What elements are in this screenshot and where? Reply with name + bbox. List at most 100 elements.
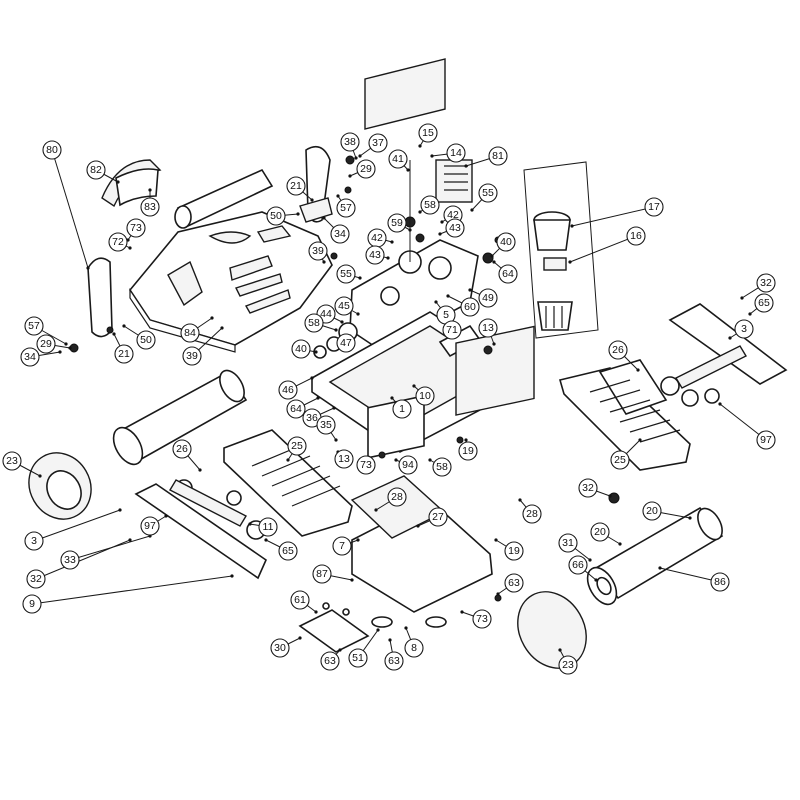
part-callout: 37 bbox=[368, 133, 388, 153]
callout-leader-line bbox=[719, 403, 767, 441]
callout-circle bbox=[578, 478, 598, 498]
callout-part-number: 94 bbox=[402, 459, 414, 471]
callout-target-dot bbox=[386, 256, 390, 260]
callout-circle bbox=[320, 651, 340, 671]
callout-circle bbox=[42, 140, 62, 160]
callout-circle bbox=[522, 504, 542, 524]
part-callout: 33 bbox=[60, 550, 80, 570]
left-brush-roller-part bbox=[28, 369, 248, 520]
callout-circle bbox=[458, 441, 478, 461]
callout-part-number: 28 bbox=[391, 491, 403, 503]
part-callout: 72 bbox=[108, 232, 128, 252]
callout-part-number: 60 bbox=[464, 301, 476, 313]
callout-circle bbox=[756, 273, 776, 293]
base-plate-part bbox=[350, 325, 535, 613]
callout-circle bbox=[432, 457, 452, 477]
part-callout: 25 bbox=[287, 436, 307, 456]
part-callout: 58 bbox=[304, 313, 324, 333]
part-callout: 21 bbox=[286, 176, 306, 196]
callout-part-number: 47 bbox=[340, 337, 352, 349]
callout-circle bbox=[387, 213, 407, 233]
callout-target-dot bbox=[86, 266, 90, 270]
left-side-plate-part bbox=[134, 479, 268, 580]
part-callout: 58 bbox=[432, 457, 452, 477]
callout-circle bbox=[36, 334, 56, 354]
callout-circle bbox=[136, 330, 156, 350]
callout-part-number: 72 bbox=[112, 236, 124, 248]
callout-target-dot bbox=[350, 578, 354, 582]
callout-part-number: 30 bbox=[274, 642, 286, 654]
part-callout: 66 bbox=[568, 555, 588, 575]
callout-part-number: 31 bbox=[562, 537, 574, 549]
part-callout: 11 bbox=[258, 517, 278, 537]
callout-circle bbox=[644, 197, 664, 217]
callout-part-number: 27 bbox=[432, 511, 444, 523]
callout-target-dot bbox=[608, 494, 612, 498]
callout-circle bbox=[415, 386, 435, 406]
callout-target-dot bbox=[356, 538, 360, 542]
callout-part-number: 15 bbox=[422, 127, 434, 139]
callout-circle bbox=[478, 288, 498, 308]
callout-circle bbox=[287, 436, 307, 456]
callout-part-number: 65 bbox=[758, 297, 770, 309]
callout-target-dot bbox=[374, 508, 378, 512]
callout-circle bbox=[348, 648, 368, 668]
callout-target-dot bbox=[688, 516, 692, 520]
part-callout: 23 bbox=[2, 451, 22, 471]
callout-circle bbox=[2, 451, 22, 471]
callout-part-number: 3 bbox=[31, 535, 37, 547]
part-callout: 65 bbox=[278, 541, 298, 561]
part-callout: 40 bbox=[496, 232, 516, 252]
callout-target-dot bbox=[636, 368, 640, 372]
callout-part-number: 34 bbox=[24, 351, 36, 363]
callout-target-dot bbox=[310, 198, 314, 202]
part-callout: 20 bbox=[590, 522, 610, 542]
part-callout: 39 bbox=[308, 241, 328, 261]
part-callout: 5 bbox=[436, 305, 456, 325]
callout-part-number: 11 bbox=[263, 521, 274, 533]
callout-circle bbox=[140, 516, 160, 536]
callout-circle bbox=[291, 339, 311, 359]
callout-part-number: 38 bbox=[344, 136, 356, 148]
callout-target-dot bbox=[416, 524, 420, 528]
callout-target-dot bbox=[464, 164, 468, 168]
callout-target-dot bbox=[430, 154, 434, 158]
callout-part-number: 29 bbox=[360, 163, 372, 175]
leader-lines bbox=[11, 132, 767, 666]
callout-part-number: 32 bbox=[30, 573, 42, 585]
part-callout: 16 bbox=[626, 226, 646, 246]
part-callout: 20 bbox=[642, 501, 662, 521]
part-callout: 71 bbox=[442, 320, 462, 340]
left-track-part bbox=[223, 429, 353, 537]
callout-leader-line bbox=[571, 206, 655, 227]
callout-part-number: 7 bbox=[339, 540, 345, 552]
callout-part-number: 42 bbox=[447, 209, 459, 221]
part-callout: 30 bbox=[270, 638, 290, 658]
callout-circle bbox=[114, 344, 134, 364]
part-callout: 64 bbox=[498, 264, 518, 284]
part-callout: 84 bbox=[180, 323, 200, 343]
callout-part-number: 50 bbox=[140, 334, 152, 346]
callout-circle bbox=[504, 541, 524, 561]
part-callout: 35 bbox=[316, 415, 336, 435]
callout-circle bbox=[126, 218, 146, 238]
part-callout: 13 bbox=[334, 449, 354, 469]
callout-part-number: 1 bbox=[399, 403, 405, 415]
callout-circle bbox=[710, 572, 730, 592]
part-callout: 43 bbox=[365, 245, 385, 265]
part-callout: 73 bbox=[472, 609, 492, 629]
callout-circle bbox=[626, 226, 646, 246]
callout-leader-line bbox=[659, 567, 721, 583]
part-callout: 45 bbox=[334, 296, 354, 316]
callout-target-dot bbox=[440, 220, 444, 224]
callout-circle bbox=[356, 455, 376, 475]
callout-circle bbox=[478, 183, 498, 203]
callout-circle bbox=[26, 569, 46, 589]
callout-target-dot bbox=[468, 288, 472, 292]
callout-part-number: 19 bbox=[462, 445, 474, 457]
part-callout: 13 bbox=[478, 318, 498, 338]
part-callout: 43 bbox=[445, 218, 465, 238]
callout-target-dot bbox=[658, 566, 662, 570]
callout-part-number: 20 bbox=[646, 505, 658, 517]
